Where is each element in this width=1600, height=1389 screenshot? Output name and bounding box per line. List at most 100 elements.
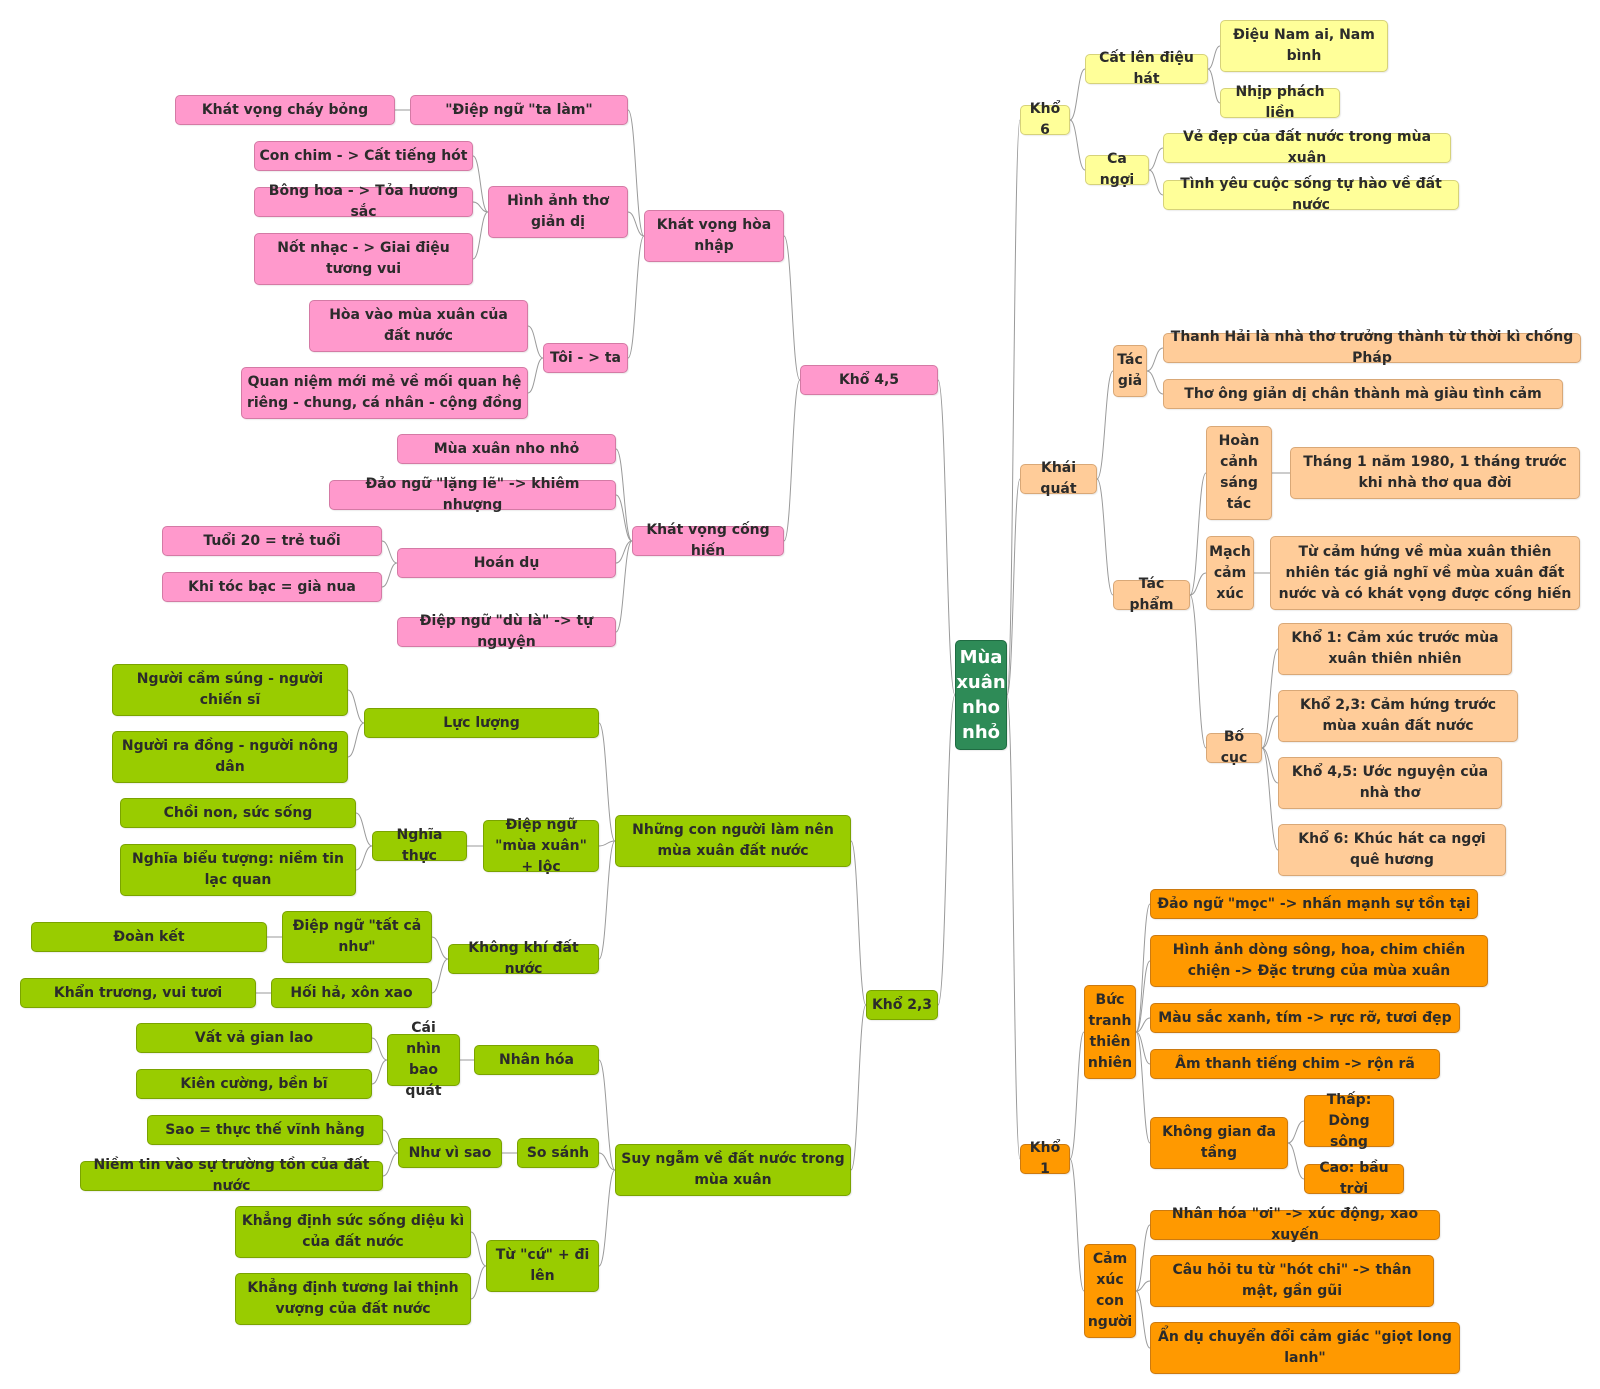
connector-tucu-khangdinh1	[470, 1231, 487, 1267]
node-hoa-vao-mua-xuan[interactable]: Hòa vào mùa xuân của đất nước	[309, 300, 528, 352]
node-mach-cam-xuc[interactable]: Mạch cảm xúc	[1206, 536, 1254, 610]
node-bo-cuc[interactable]: Bố cục	[1206, 729, 1262, 766]
node-mua-xuan-nho-nho[interactable]: Mùa xuân nho nhỏ	[397, 434, 616, 464]
node-hoan-du[interactable]: Hoán dụ	[397, 548, 616, 578]
node-hinh-anh-dong-song[interactable]: Hình ảnh dòng sông, hoa, chim chiền chiệ…	[1150, 935, 1488, 987]
node-khong-gian-da-tang[interactable]: Không gian đa tầng	[1150, 1117, 1288, 1169]
connector-bocuc-bc6	[1261, 747, 1279, 851]
node-hinh-anh-tho-gian-di[interactable]: Hình ảnh thơ giản dị	[488, 186, 628, 238]
node-tho-ong[interactable]: Thơ ông giản dị chân thành mà giàu tình …	[1163, 379, 1563, 409]
connector-buctranh-mausac	[1135, 1017, 1151, 1033]
node-nghia-thuc[interactable]: Nghĩa thực	[372, 827, 467, 864]
connector-bocuc-bc23	[1261, 715, 1279, 749]
node-nguoi-cam-sung[interactable]: Người cầm súng - người chiến sĩ	[112, 664, 348, 716]
node-cau-hoi-tu-tu[interactable]: Câu hỏi tu từ "hót chi" -> thân mật, gần…	[1150, 1255, 1434, 1307]
node-con-chim[interactable]: Con chim - > Cất tiếng hót	[254, 141, 473, 171]
connector-tucu-khangdinh2	[470, 1265, 487, 1300]
node-nghia-bieu-tuong[interactable]: Nghĩa biểu tượng: niềm tin lạc quan	[120, 844, 356, 896]
node-quan-niem-moi-me[interactable]: Quan niệm mới mẻ về mối quan hệ riêng - …	[241, 367, 528, 419]
node-buc-tranh-thien-nhien[interactable]: Bức tranh thiên nhiên	[1084, 985, 1136, 1079]
node-tu-cu[interactable]: Từ "cứ" + đi lên	[486, 1240, 599, 1292]
node-diep-ngu-du-la[interactable]: Điệp ngữ "dù là" -> tự nguyện	[397, 613, 616, 650]
connector-camxuc-cauhoi	[1135, 1280, 1151, 1292]
node-bo-cuc-kho-23[interactable]: Khổ 2,3: Cảm hứng trước mùa xuân đất nướ…	[1278, 690, 1518, 742]
node-thanh-hai[interactable]: Thanh Hải là nhà thơ trưởng thành từ thờ…	[1163, 329, 1581, 366]
node-khat-vong-hoa-nhap[interactable]: Khát vọng hòa nhập	[644, 210, 784, 262]
connector-kho23-suyngam	[850, 1004, 867, 1171]
node-am-thanh[interactable]: Âm thanh tiếng chim -> rộn rã	[1150, 1049, 1440, 1079]
branch-khai-quat[interactable]: Khái quát	[1020, 460, 1097, 497]
branch-kho-45[interactable]: Khổ 4,5	[800, 365, 938, 395]
node-tinh-yeu-cuoc-song[interactable]: Tình yêu cuộc sống tự hào về đất nước	[1163, 176, 1459, 213]
node-doan-ket[interactable]: Đoàn kết	[31, 922, 267, 952]
node-suy-ngam[interactable]: Suy ngẫm về đất nước trong mùa xuân	[615, 1144, 851, 1196]
connector-kho45-khatvonghoa	[783, 235, 801, 381]
node-so-sanh[interactable]: So sánh	[517, 1138, 599, 1168]
node-ca-ngoi[interactable]: Ca ngợi	[1085, 151, 1149, 188]
node-diep-ngu-mua-xuan[interactable]: Điệp ngữ "mùa xuân" + lộc	[483, 817, 599, 875]
node-khi-toc-bac[interactable]: Khi tóc bạc = già nua	[162, 572, 382, 602]
branch-kho-6[interactable]: Khổ 6	[1020, 101, 1070, 138]
branch-kho-23[interactable]: Khổ 2,3	[866, 990, 938, 1020]
node-khang-dinh-suc-song[interactable]: Khẳng định sức sống diệu kì của đất nước	[235, 1206, 471, 1258]
node-nhan-hoa[interactable]: Nhân hóa	[474, 1045, 599, 1075]
node-tuoi-20[interactable]: Tuổi 20 = trẻ tuổi	[162, 526, 382, 556]
connector-camxuc-nhanhoa_oi	[1135, 1224, 1151, 1292]
node-nhan-hoa-oi[interactable]: Nhân hóa "ơi" -> xúc động, xao xuyến	[1150, 1206, 1440, 1243]
node-khang-dinh-tuong-lai[interactable]: Khẳng định tương lai thịnh vượng của đất…	[235, 1273, 471, 1325]
branch-kho-1[interactable]: Khổ 1	[1020, 1140, 1070, 1177]
node-niem-tin[interactable]: Niềm tin vào sự trường tồn của đất nước	[80, 1157, 383, 1194]
connector-khonggian-thap	[1287, 1120, 1305, 1144]
node-nhip-phach-lien[interactable]: Nhịp phách liền	[1220, 84, 1340, 121]
node-khan-truong[interactable]: Khẩn trương, vui tươi	[20, 978, 256, 1008]
node-an-du[interactable]: Ẩn dụ chuyển đổi cảm giác "giọt long lan…	[1150, 1322, 1460, 1374]
node-mau-sac[interactable]: Màu sắc xanh, tím -> rực rỡ, tươi đẹp	[1150, 1003, 1460, 1033]
root-topic[interactable]: Mùa xuân nho nhỏ	[955, 640, 1007, 750]
node-cai-nhin-bao-quat[interactable]: Cái nhìn bao quát	[387, 1020, 460, 1099]
connector-khatvonghoa-hinhanhtho	[627, 211, 645, 237]
node-cat-len-dieu-hat[interactable]: Cất lên điệu hát	[1085, 50, 1208, 87]
node-cao-bau-troi[interactable]: Cao: bầu trời	[1304, 1160, 1404, 1197]
node-hoi-ha[interactable]: Hối hả, xôn xao	[271, 978, 432, 1008]
connector-tacpham-bocuc	[1189, 594, 1207, 749]
connector-khatvongcong-hoandu	[615, 540, 633, 564]
node-khat-vong-cong-hien[interactable]: Khát vọng cống hiến	[632, 522, 784, 559]
node-not-nhac[interactable]: Nốt nhạc - > Giai điệu tương vui	[254, 233, 473, 285]
node-nguoi-ra-dong[interactable]: Người ra đồng - người nông dân	[112, 731, 348, 783]
connector-camxuc-andu	[1135, 1290, 1151, 1349]
node-sao[interactable]: Sao = thực thế vĩnh hằng	[147, 1115, 383, 1145]
node-luc-luong[interactable]: Lực lượng	[364, 708, 599, 738]
node-toi-ta[interactable]: Tôi - > ta	[543, 343, 628, 373]
node-thap-dong-song[interactable]: Thấp: Dòng sông	[1304, 1092, 1394, 1150]
node-diep-ngu-tat-ca[interactable]: Điệp ngữ "tất cả như"	[282, 911, 432, 963]
node-thang-1[interactable]: Tháng 1 năm 1980, 1 tháng trước khi nhà …	[1290, 447, 1580, 499]
node-cam-xuc-con-nguoi[interactable]: Cảm xúc con người	[1084, 1244, 1136, 1338]
node-diep-ngu-ta-lam[interactable]: "Điệp ngữ "ta làm"	[410, 95, 628, 125]
node-tu-cam-hung[interactable]: Từ cảm hứng về mùa xuân thiên nhiên tác …	[1270, 536, 1580, 610]
node-bo-cuc-kho-45[interactable]: Khổ 4,5: Ước nguyện của nhà thơ	[1278, 757, 1502, 809]
connector-hoandu-khitoc	[381, 562, 398, 588]
connector-hoandu-tuoi20	[381, 540, 398, 564]
node-dao-ngu-lang-le[interactable]: Đảo ngữ "lặng lẽ" -> khiêm nhượng	[329, 476, 616, 513]
node-bo-cuc-kho-1[interactable]: Khổ 1: Cảm xúc trước mùa xuân thiên nhiê…	[1278, 623, 1512, 675]
connector-khaiquat-tacpham	[1096, 478, 1114, 596]
node-nhung-con-nguoi[interactable]: Những con người làm nên mùa xuân đất nướ…	[615, 815, 851, 867]
node-bong-hoa[interactable]: Bông hoa - > Tỏa hương sắc	[254, 183, 473, 220]
node-khong-khi-dat-nuoc[interactable]: Không khí đất nước	[448, 940, 599, 977]
connector-nhuvisao-sao	[382, 1129, 399, 1154]
connector-khongkhi-hoiha	[431, 958, 449, 994]
node-tac-gia[interactable]: Tác giả	[1113, 345, 1147, 397]
connector-catlen-nhipphach	[1207, 68, 1221, 104]
node-choi-non[interactable]: Chồi non, sức sống	[120, 798, 356, 828]
node-tac-pham[interactable]: Tác phẩm	[1113, 576, 1190, 613]
node-ve-dep-dat-nuoc[interactable]: Vẻ đẹp của đất nước trong mùa xuân	[1163, 129, 1451, 166]
connector-cainhin-kiencuong	[371, 1059, 388, 1085]
node-dieu-nam-ai[interactable]: Điệu Nam ai, Nam bình	[1220, 20, 1388, 72]
node-dao-ngu-moc[interactable]: Đảo ngữ "mọc" -> nhấn mạnh sự tồn tại	[1150, 889, 1478, 919]
node-hoan-canh[interactable]: Hoàn cảnh sáng tác	[1206, 426, 1272, 520]
node-vat-va[interactable]: Vất vả gian lao	[136, 1023, 372, 1053]
node-khat-vong-chay-bong[interactable]: Khát vọng cháy bỏng	[175, 95, 395, 125]
node-bo-cuc-kho-6[interactable]: Khổ 6: Khúc hát ca ngợi quê hương	[1278, 824, 1506, 876]
node-nhu-vi-sao[interactable]: Như vì sao	[398, 1138, 502, 1168]
node-kien-cuong[interactable]: Kiên cường, bền bĩ	[136, 1069, 372, 1099]
